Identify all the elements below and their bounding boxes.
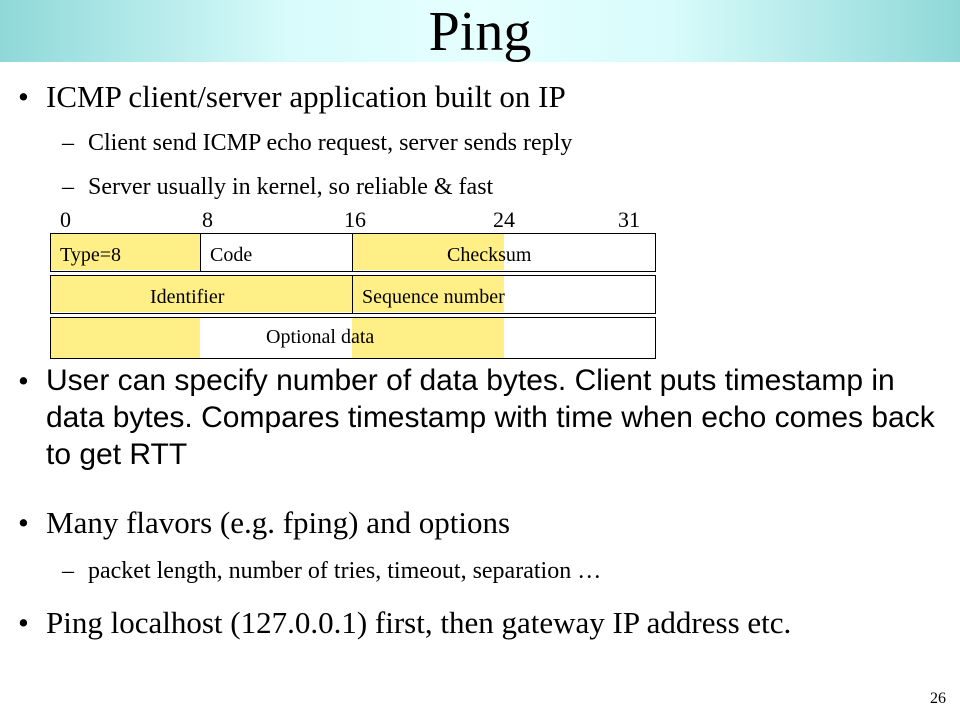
bullet-text: Ping localhost (127.0.0.1) first, then g… [46, 605, 792, 640]
data-field-label: Optional data [266, 326, 375, 348]
bit-label-24: 24 [493, 207, 515, 232]
bit-label-8: 8 [202, 207, 213, 232]
bullet-dot: • [18, 79, 29, 114]
sub-text: packet length, number of tries, timeout,… [88, 558, 602, 584]
sub-dash: – [62, 174, 74, 200]
sub-dash: – [62, 558, 74, 584]
bullet-text: Many flavors (e.g. fping) and options [46, 505, 511, 540]
identifier-field-label: Identifier [150, 286, 225, 308]
bullet-dot: • [18, 605, 29, 640]
code-field-label: Code [210, 244, 253, 266]
sub-text: Client send ICMP echo request, server se… [88, 130, 573, 156]
data-field-highlight-right [352, 318, 504, 358]
sequence-field-label: Sequence number [362, 286, 505, 308]
divider-type-code [200, 233, 201, 272]
data-field-highlight-left [51, 318, 200, 358]
bullet-2-text: User can specify number of data bytes. C… [46, 364, 935, 471]
checksum-field-highlight [352, 234, 504, 270]
divider-identifier-sequence [352, 275, 353, 314]
type-field-label: Type=8 [60, 244, 121, 266]
bit-label-31: 31 [618, 207, 640, 232]
bullet-text: ICMP client/server application built on … [46, 79, 566, 114]
bullet-dot: • [18, 505, 29, 540]
title-bar [0, 0, 960, 62]
checksum-field-label: Checksum [447, 244, 532, 266]
sub-text: Server usually in kernel, so reliable & … [88, 174, 494, 200]
packet-row-1 [50, 233, 656, 272]
sub-dash: – [62, 130, 74, 156]
bit-label-16: 16 [344, 207, 366, 232]
bit-label-0: 0 [60, 207, 71, 232]
type-field-highlight [51, 234, 200, 270]
page-number: 26 [930, 690, 946, 707]
identifier-sequence-highlight [51, 276, 504, 312]
packet-row-3 [50, 317, 656, 359]
slide-title: Ping [428, 1, 532, 63]
divider-code-checksum [352, 233, 353, 272]
bullet-2-dot: • [18, 363, 29, 398]
packet-row-2 [50, 275, 656, 314]
